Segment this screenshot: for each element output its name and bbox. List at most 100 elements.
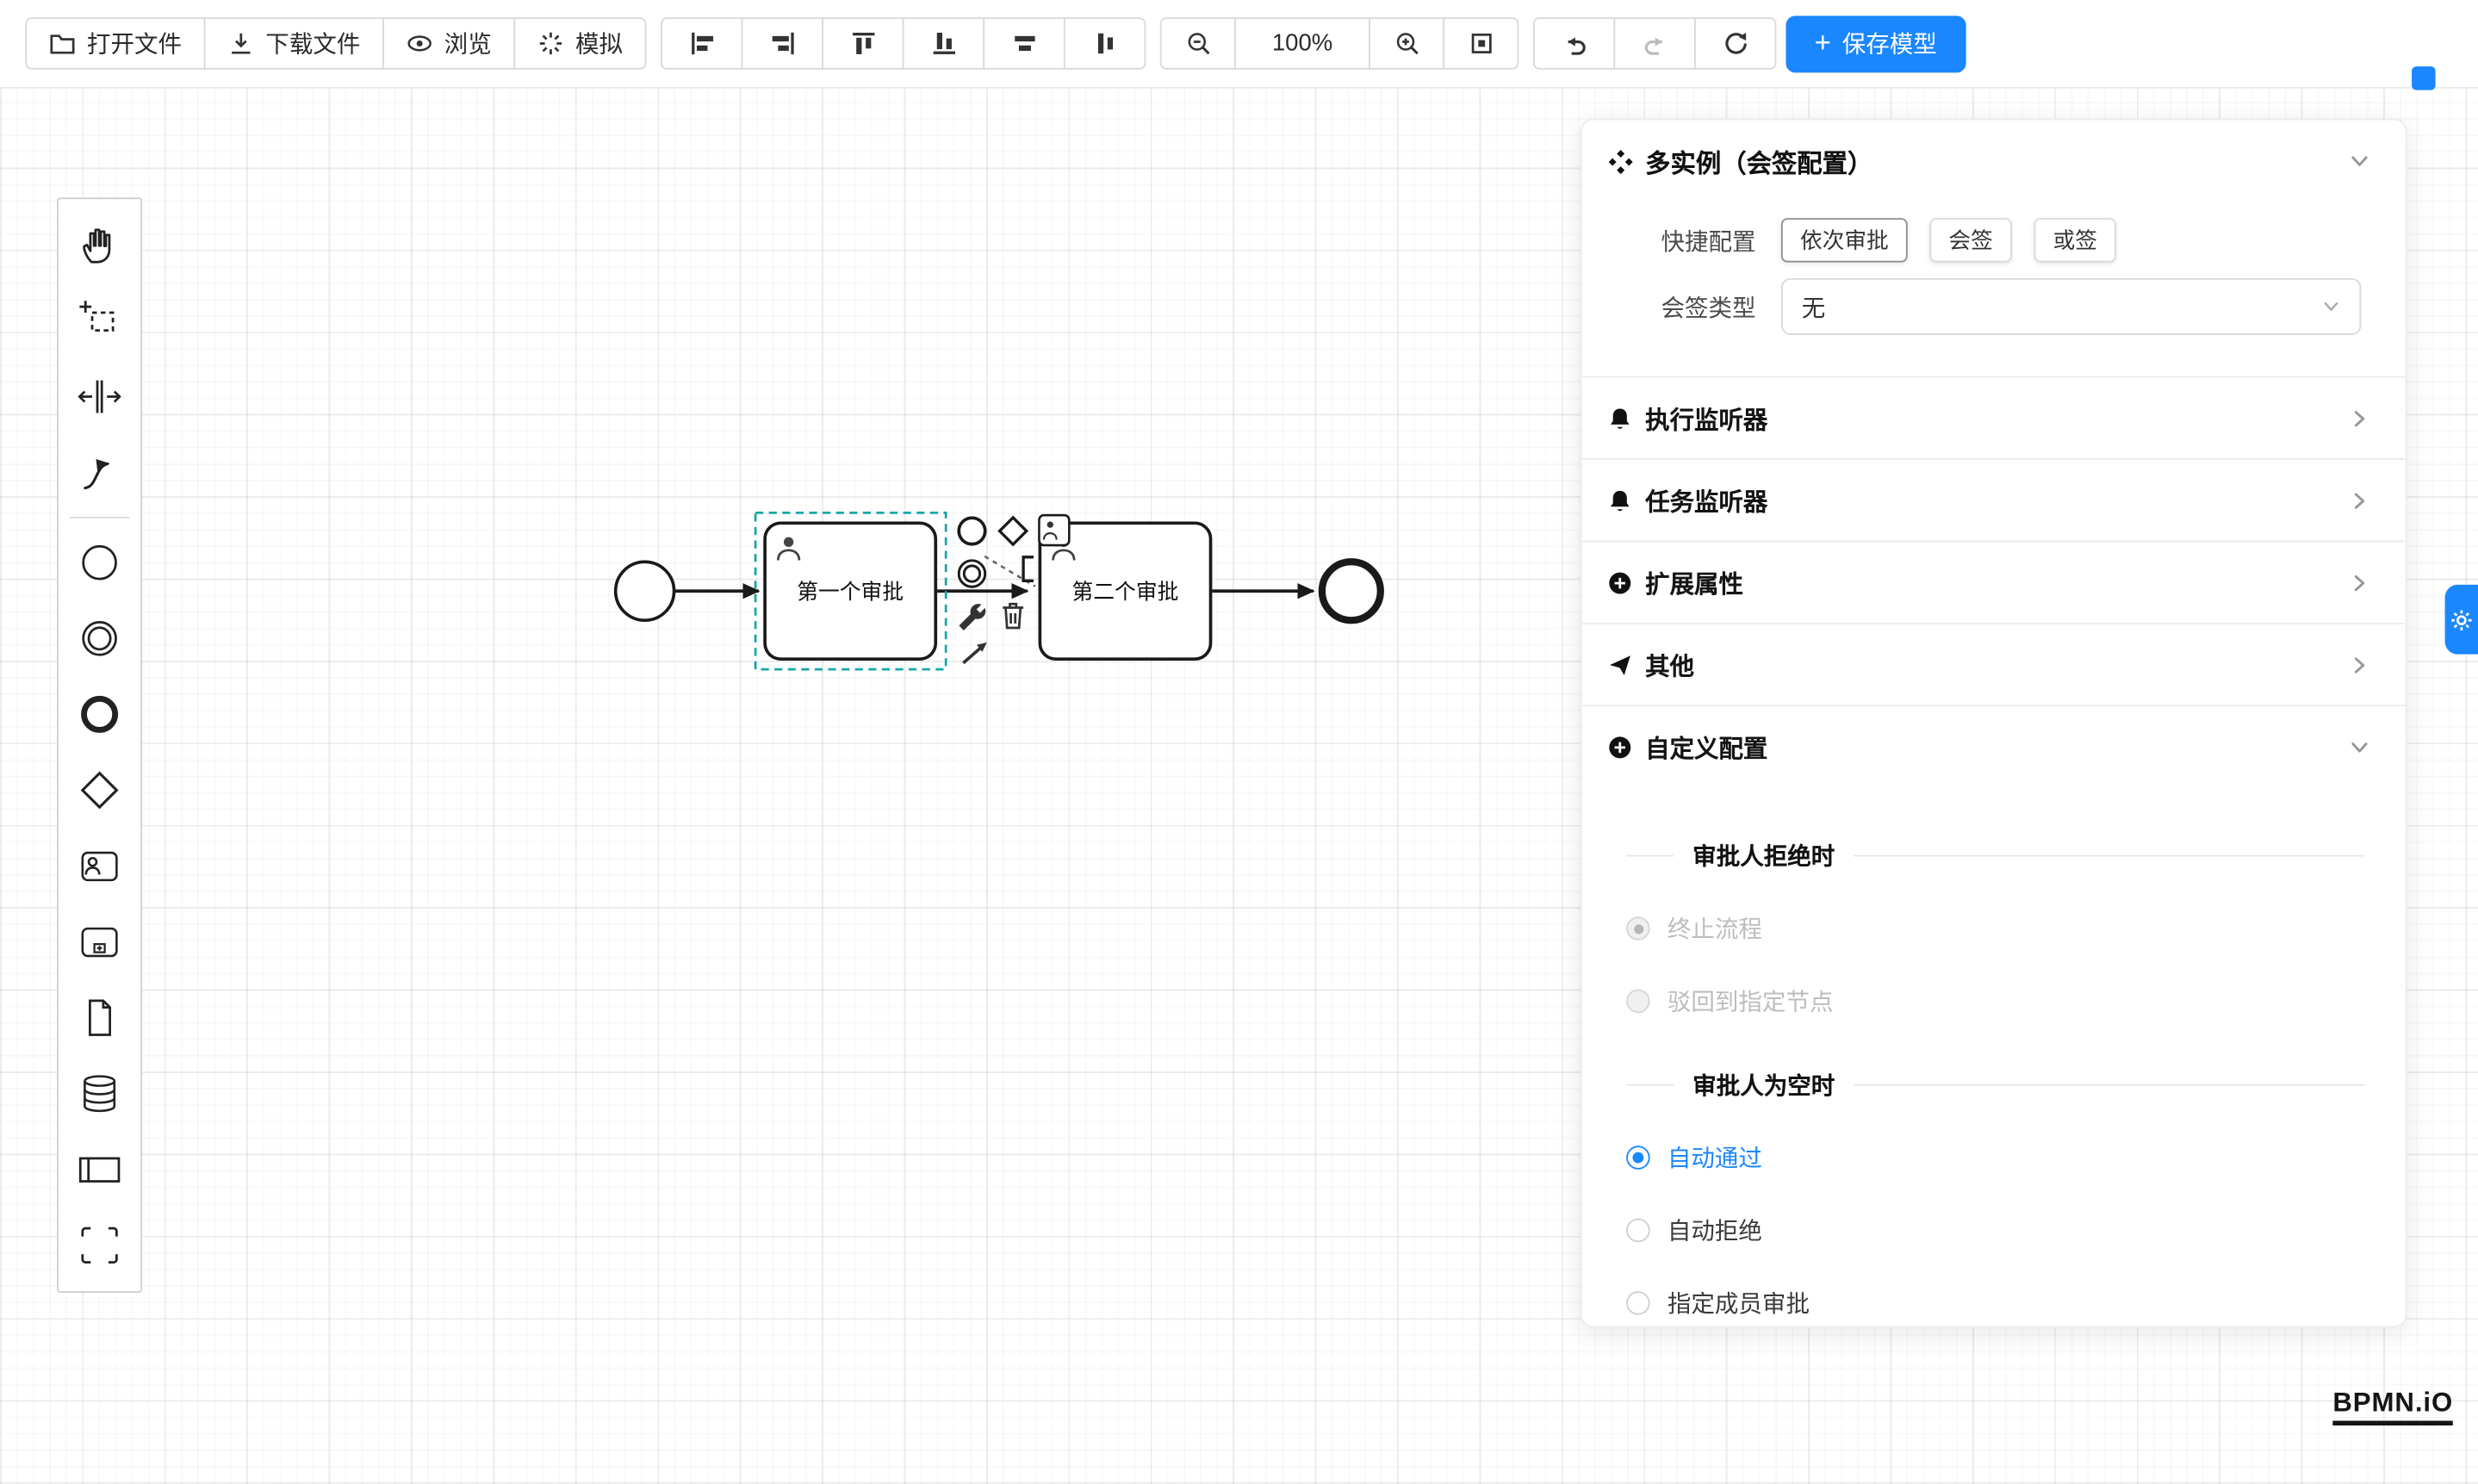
row-label: 任务监听器 <box>1645 488 1768 517</box>
preview-label: 浏览 <box>444 31 492 59</box>
align-top-button[interactable] <box>822 17 904 70</box>
task1-label: 第一个审批 <box>797 580 904 604</box>
connect-tool-icon[interactable] <box>962 642 987 665</box>
zoom-out-button[interactable] <box>1159 17 1237 70</box>
align-right-button[interactable] <box>741 17 824 70</box>
row-task-listener[interactable]: 任务监听器 <box>1581 460 2406 543</box>
group-icon <box>81 1226 118 1264</box>
radio-label: 指定成员审批 <box>1667 1291 1810 1319</box>
start-event-icon <box>82 544 117 581</box>
save-model-label: 保存模型 <box>1841 31 1937 59</box>
chevron-right-icon <box>2354 492 2365 508</box>
save-model-button[interactable]: + 保存模型 <box>1786 15 1966 72</box>
radio-auto-pass[interactable]: 自动通过 <box>1626 1141 2364 1175</box>
align-center-vertical-button[interactable] <box>1064 17 1146 70</box>
panel-toggle-tab[interactable] <box>2444 584 2478 655</box>
divider-line <box>1626 854 1674 857</box>
create-gateway[interactable] <box>63 752 135 828</box>
chevron-down-icon <box>2351 742 2368 753</box>
append-intermediate-event-icon[interactable] <box>957 559 987 588</box>
radio-return-to-node[interactable]: 驳回到指定节点 <box>1626 984 2364 1018</box>
user-task-second[interactable]: 第二个审批 <box>1038 521 1213 661</box>
create-participant[interactable] <box>63 1132 135 1208</box>
wrench-icon[interactable] <box>959 604 986 630</box>
canvas[interactable]: 第一个审批 第二个审批 <box>0 88 2478 1484</box>
bpmn-diagram: 第一个审批 第二个审批 <box>613 512 1384 671</box>
undo-button[interactable] <box>1532 17 1616 70</box>
zoom-level-value: 100% <box>1271 29 1333 58</box>
row-extended-attributes[interactable]: 扩展属性 <box>1581 542 2406 624</box>
open-file-label: 打开文件 <box>86 31 183 59</box>
create-data-store[interactable] <box>63 1056 135 1132</box>
option-countersign[interactable]: 会签 <box>1929 218 2012 263</box>
lasso-icon <box>79 301 115 332</box>
history-group <box>1532 17 1777 70</box>
zoom-in-icon <box>1395 33 1418 55</box>
user-task-first[interactable]: 第一个审批 <box>763 521 938 661</box>
divider-line <box>1854 854 2365 857</box>
corner-toggle-button[interactable] <box>2412 66 2436 90</box>
end-event-shape[interactable] <box>1318 558 1384 624</box>
row-label: 执行监听器 <box>1645 407 1768 434</box>
zoom-in-button[interactable] <box>1369 17 1445 70</box>
selection-outline <box>754 512 947 671</box>
sign-type-select[interactable]: 无 <box>1780 277 2362 335</box>
plus-icon: + <box>1814 26 1831 58</box>
align-bottom-button[interactable] <box>902 17 985 70</box>
align-left-icon <box>691 32 713 55</box>
refresh-button[interactable] <box>1694 17 1777 70</box>
trash-icon[interactable] <box>1003 602 1024 630</box>
panel-divider <box>1581 376 2406 378</box>
global-connect-tool[interactable] <box>63 435 135 511</box>
option-or-sign[interactable]: 或签 <box>2034 218 2116 263</box>
preview-button[interactable]: 浏览 <box>382 17 516 70</box>
append-user-task-icon[interactable] <box>1038 513 1071 547</box>
quick-config-label: 快捷配置 <box>1661 228 1756 256</box>
create-intermediate-event[interactable] <box>63 600 135 676</box>
simulate-button[interactable]: 模拟 <box>513 17 647 70</box>
radio-terminate-process[interactable]: 终止流程 <box>1626 912 2364 946</box>
align-left-button[interactable] <box>661 17 743 70</box>
reject-section-title: 审批人拒绝时 <box>1626 839 2365 872</box>
send-icon <box>1610 655 1630 675</box>
append-gateway-icon[interactable] <box>997 515 1029 547</box>
row-execution-listener[interactable]: 执行监听器 <box>1581 378 2406 460</box>
row-other[interactable]: 其他 <box>1581 624 2406 707</box>
empty-section-title: 审批人为空时 <box>1626 1068 2365 1102</box>
lasso-tool[interactable] <box>63 283 135 358</box>
create-start-event[interactable] <box>63 525 135 600</box>
context-pad <box>957 513 1071 665</box>
align-group <box>661 17 1146 70</box>
append-end-event-icon[interactable] <box>957 516 987 546</box>
start-event-shape[interactable] <box>613 560 676 623</box>
open-file-button[interactable]: 打开文件 <box>25 17 206 70</box>
panel-header[interactable]: 多实例（会签配置） <box>1582 120 2406 202</box>
gear-icon <box>2451 609 2472 630</box>
download-icon <box>232 33 251 54</box>
divider-line <box>1854 1084 2365 1086</box>
subprocess-icon <box>81 927 118 958</box>
redo-button[interactable] <box>1613 17 1696 70</box>
align-center-horizontal-button[interactable] <box>983 17 1065 70</box>
download-file-button[interactable]: 下载文件 <box>203 17 384 70</box>
bell-icon <box>1610 490 1630 511</box>
radio-label: 自动通过 <box>1667 1146 1762 1173</box>
row-custom-config[interactable]: 自定义配置 <box>1582 706 2406 788</box>
create-subprocess[interactable] <box>63 904 135 980</box>
sign-type-value: 无 <box>1801 295 1826 322</box>
option-sequential-approval[interactable]: 依次审批 <box>1780 218 1908 263</box>
create-end-event[interactable] <box>63 676 135 752</box>
radio-assign-member[interactable]: 指定成员审批 <box>1626 1287 2364 1320</box>
create-data-object[interactable] <box>63 980 135 1056</box>
radio-auto-reject[interactable]: 自动拒绝 <box>1626 1214 2364 1247</box>
data-object-icon <box>89 999 112 1036</box>
create-group[interactable] <box>63 1208 135 1283</box>
create-user-task[interactable] <box>63 828 135 903</box>
append-text-annotation-icon[interactable] <box>1022 556 1034 582</box>
fit-viewport-button[interactable] <box>1443 17 1519 70</box>
radio-icon <box>1626 916 1650 941</box>
chevron-right-icon <box>2354 656 2365 673</box>
hand-tool[interactable] <box>63 207 135 283</box>
space-tool[interactable] <box>63 359 135 435</box>
